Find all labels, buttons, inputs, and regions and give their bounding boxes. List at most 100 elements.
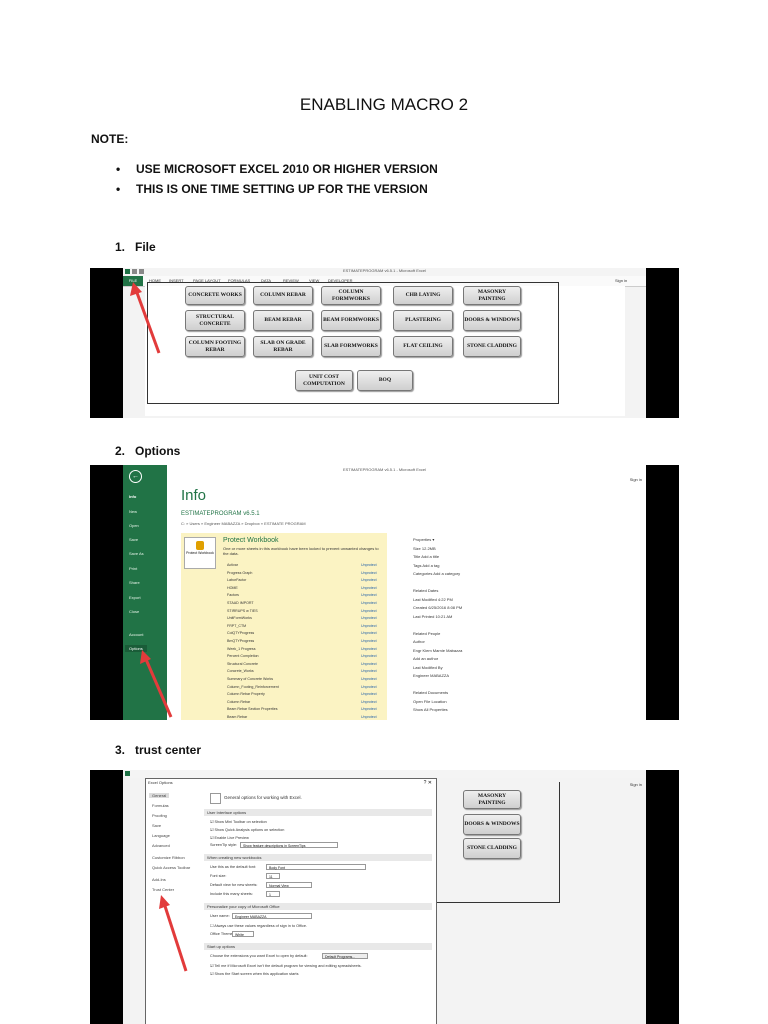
font-size-select[interactable]: 11 <box>266 873 280 879</box>
menu-button[interactable]: DOORS & WINDOWS <box>463 814 521 835</box>
property-text: Last Modified 4:22 PM <box>413 596 453 602</box>
menu-button[interactable]: SLAB ON GRADE REBAR <box>253 336 313 357</box>
menu-button[interactable]: SLAB FORMWORKS <box>321 336 381 357</box>
backstage-item-print[interactable]: Print <box>129 566 138 571</box>
menu-button[interactable]: DOORS & WINDOWS <box>463 310 521 331</box>
checkbox-option[interactable]: ☐ Always use these values regardless of … <box>210 924 308 928</box>
tab-view[interactable]: VIEW <box>309 278 320 283</box>
sign-in-link[interactable]: Sign in <box>629 477 642 482</box>
menu-button[interactable]: BOQ <box>357 370 413 391</box>
tab-insert[interactable]: INSERT <box>169 278 184 283</box>
screentip-select[interactable]: Show feature descriptions in ScreenTips <box>240 842 338 848</box>
unprotect-link[interactable]: Unprotect <box>361 684 377 689</box>
menu-button[interactable]: CONCRETE WORKS <box>185 286 245 305</box>
default-programs-button[interactable]: Default Programs... <box>322 953 368 959</box>
default-view-select[interactable]: Normal View <box>266 882 312 888</box>
screenshot-options: ESTIMATEPROGRAM v6.5.1 - Microsoft Excel… <box>90 465 679 720</box>
sign-in-link[interactable]: Sign in <box>629 782 642 787</box>
back-arrow-icon[interactable]: ← <box>129 470 142 483</box>
tab-review[interactable]: REVIEW <box>283 278 299 283</box>
checkbox-option[interactable]: ☑ Show the Start screen when this applic… <box>210 972 299 976</box>
page-title: Info <box>181 487 207 504</box>
menu-button[interactable]: COLUMN REBAR <box>253 286 313 305</box>
sign-in-link[interactable]: Sign in <box>615 278 628 283</box>
unprotect-link[interactable]: Unprotect <box>361 616 377 621</box>
menu-button[interactable]: UNIT COST COMPUTATION <box>295 370 353 391</box>
backstage-item-open[interactable]: Open <box>129 523 139 528</box>
tab-home[interactable]: HOME <box>149 278 161 283</box>
default-font-select[interactable]: Body Font <box>266 864 366 870</box>
unprotect-link[interactable]: Unprotect <box>361 699 377 704</box>
unprotect-link[interactable]: Unprotect <box>361 661 377 666</box>
tab-formulas[interactable]: FORMULAS <box>228 278 251 283</box>
tab-data[interactable]: DATA <box>261 278 272 283</box>
nav-item-add-ins[interactable]: Add-Ins <box>152 877 166 882</box>
protect-workbook-button[interactable]: Protect Workbook <box>184 537 216 569</box>
menu-button[interactable]: PLASTERING <box>393 310 453 331</box>
office-theme-select[interactable]: White <box>232 931 254 937</box>
checkbox-option[interactable]: ☑ Show Quick Analysis options on selecti… <box>210 828 285 832</box>
menu-button[interactable]: FLAT CEILING <box>393 336 453 357</box>
unprotect-link[interactable]: Unprotect <box>361 646 377 651</box>
sheet-count-stepper[interactable]: 1 <box>266 891 280 897</box>
nav-item-customize-ribbon[interactable]: Customize Ribbon <box>152 855 185 860</box>
section-header: When creating new workbooks <box>204 854 432 861</box>
protect-button-label: Protect Workbook <box>186 551 214 555</box>
unprotect-link[interactable]: Unprotect <box>361 623 377 628</box>
unprotect-link[interactable]: Unprotect <box>361 585 377 590</box>
nav-item-general[interactable]: General <box>149 793 170 798</box>
backstage-item-options[interactable]: Options <box>125 645 147 652</box>
unprotect-link[interactable]: Unprotect <box>361 654 377 659</box>
unprotect-link[interactable]: Unprotect <box>361 563 377 567</box>
sheet-name: Summary of Concrete Works <box>227 677 274 681</box>
menu-button[interactable]: STONE CLADDING <box>463 336 521 357</box>
nav-item-formulas[interactable]: Formulas <box>152 803 169 808</box>
backstage-item-save-as[interactable]: Save As <box>129 551 144 556</box>
backstage-item-account[interactable]: Account <box>129 632 144 637</box>
menu-button[interactable]: STONE CLADDING <box>463 838 521 859</box>
backstage-item-close[interactable]: Close <box>129 609 140 614</box>
user-name-field[interactable]: Engineer MABAZZA <box>232 913 312 919</box>
menu-button[interactable]: BEAM FORMWORKS <box>321 310 381 331</box>
unprotect-link[interactable]: Unprotect <box>361 601 377 605</box>
menu-button[interactable]: BEAM REBAR <box>253 310 313 331</box>
unprotect-link[interactable]: Unprotect <box>361 593 377 598</box>
unprotect-link[interactable]: Unprotect <box>361 707 377 712</box>
nav-item-language[interactable]: Language <box>152 833 170 838</box>
checkbox-option[interactable]: ☑ Tell me if Microsoft Excel isn't the d… <box>210 964 362 968</box>
property-text: Show All Properties <box>413 707 448 712</box>
nav-item-proofing[interactable]: Proofing <box>152 813 167 818</box>
unprotect-link[interactable]: Unprotect <box>361 570 377 575</box>
backstage-item-info[interactable]: Info <box>129 494 137 499</box>
backstage-item-share[interactable]: Share <box>129 580 140 585</box>
unprotect-link[interactable]: Unprotect <box>361 715 377 719</box>
tab-developer[interactable]: DEVELOPER <box>328 278 353 283</box>
tab-page-layout[interactable]: PAGE LAYOUT <box>193 278 221 283</box>
unprotect-link[interactable]: Unprotect <box>361 578 377 583</box>
menu-button[interactable]: COLUMN FOOTING REBAR <box>185 336 245 357</box>
menu-button[interactable]: MASONRY PAINTING <box>463 286 521 305</box>
unprotect-link[interactable]: Unprotect <box>361 631 377 636</box>
unprotect-link[interactable]: Unprotect <box>361 608 377 613</box>
backstage-item-new[interactable]: New <box>129 509 138 514</box>
menu-button[interactable]: CHB LAYING <box>393 286 453 305</box>
dialog-close-button[interactable]: ? ✕ <box>423 780 432 786</box>
unprotect-link[interactable]: Unprotect <box>361 639 377 643</box>
unprotect-link[interactable]: Unprotect <box>361 669 377 674</box>
menu-button[interactable]: MASONRY PAINTING <box>463 790 521 809</box>
checkbox-option[interactable]: ☑ Enable Live Preview <box>210 836 249 840</box>
section-header: User Interface options <box>204 809 432 816</box>
sheet-name: Concrete_Works <box>227 669 254 674</box>
checkbox-option[interactable]: ☑ Show Mini Toolbar on selection <box>210 820 267 824</box>
backstage-item-export[interactable]: Export <box>129 595 141 600</box>
nav-item-trust-center[interactable]: Trust Center <box>152 887 175 892</box>
backstage-item-save[interactable]: Save <box>129 537 139 542</box>
file-tab[interactable]: FILE <box>123 276 143 286</box>
nav-item-quick-access[interactable]: Quick Access Toolbar <box>152 865 191 870</box>
nav-item-save[interactable]: Save <box>152 823 162 828</box>
unprotect-link[interactable]: Unprotect <box>361 692 377 697</box>
menu-button[interactable]: COLUMN FORMWORKS <box>321 286 381 305</box>
unprotect-link[interactable]: Unprotect <box>361 677 377 681</box>
menu-button[interactable]: STRUCTURAL CONCRETE <box>185 310 245 331</box>
nav-item-advanced[interactable]: Advanced <box>152 843 170 848</box>
